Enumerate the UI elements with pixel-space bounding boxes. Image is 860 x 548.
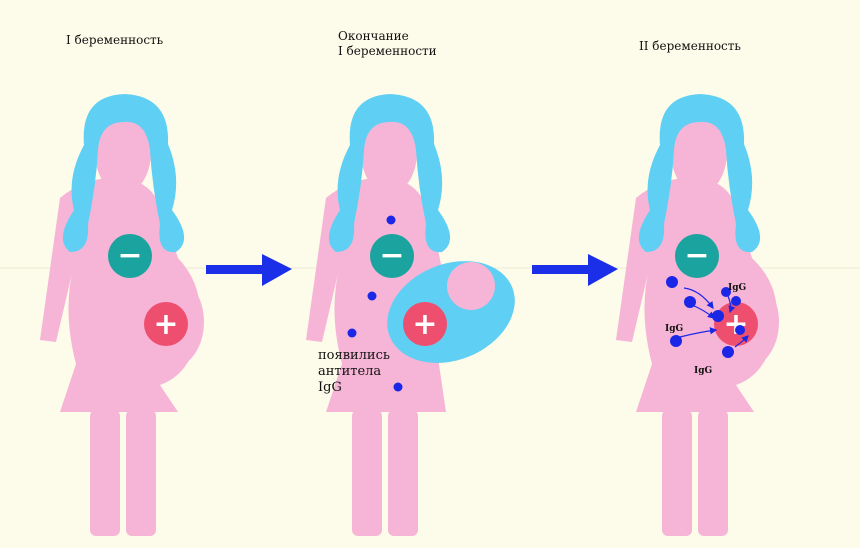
figure-second-pregnancy: − +: [616, 94, 779, 536]
dot-icon: [393, 382, 403, 392]
arrow-right-icon: [206, 254, 292, 286]
plus-symbol: +: [412, 307, 437, 342]
woman-hair: [638, 94, 761, 253]
dot-icon: [684, 296, 696, 308]
minus-symbol: −: [684, 238, 709, 273]
dot-icon: [731, 296, 741, 306]
minus-circle-icon: [108, 234, 152, 278]
woman-hair: [62, 94, 185, 253]
minus-circle-icon: [675, 234, 719, 278]
dot-icon: [721, 287, 731, 297]
stage-label-second-pregnancy: II беременность: [639, 39, 741, 53]
dot-icon: [386, 215, 396, 225]
dot-icon: [735, 325, 745, 335]
dot-icon: [722, 346, 734, 358]
dot-icon: [670, 335, 682, 347]
igg-label: IgG: [694, 366, 713, 376]
igg-label: IgG: [728, 283, 747, 293]
minus-symbol: −: [379, 238, 404, 273]
plus-symbol: +: [153, 307, 178, 342]
stage-label-end-of-first-pregnancy: Окончание I беременности: [338, 29, 437, 58]
dot-icon: [367, 291, 377, 301]
dot-icon: [712, 310, 724, 322]
antibody-dots: [347, 215, 403, 392]
minus-symbol: −: [117, 238, 142, 273]
dot-icon: [347, 328, 357, 338]
antibodies-appeared-note: появились антитела IgG: [318, 348, 390, 395]
fetus-head: [447, 262, 495, 310]
stage-label-first-pregnancy: I беременность: [66, 33, 164, 47]
figure-first-pregnancy: − +: [40, 94, 204, 536]
plus-circle-icon: [714, 302, 758, 346]
igg-label: IgG: [665, 324, 684, 334]
dot-icon: [666, 276, 678, 288]
plus-symbol: +: [723, 307, 748, 342]
minus-circle-icon: [370, 234, 414, 278]
woman-hair: [328, 94, 451, 253]
antibody-dots: [666, 276, 745, 358]
arrow-right-icon: [532, 254, 618, 286]
plus-circle-icon: [403, 302, 447, 346]
plus-circle-icon: [144, 302, 188, 346]
figure-end-of-first-pregnancy: − +: [306, 94, 515, 536]
